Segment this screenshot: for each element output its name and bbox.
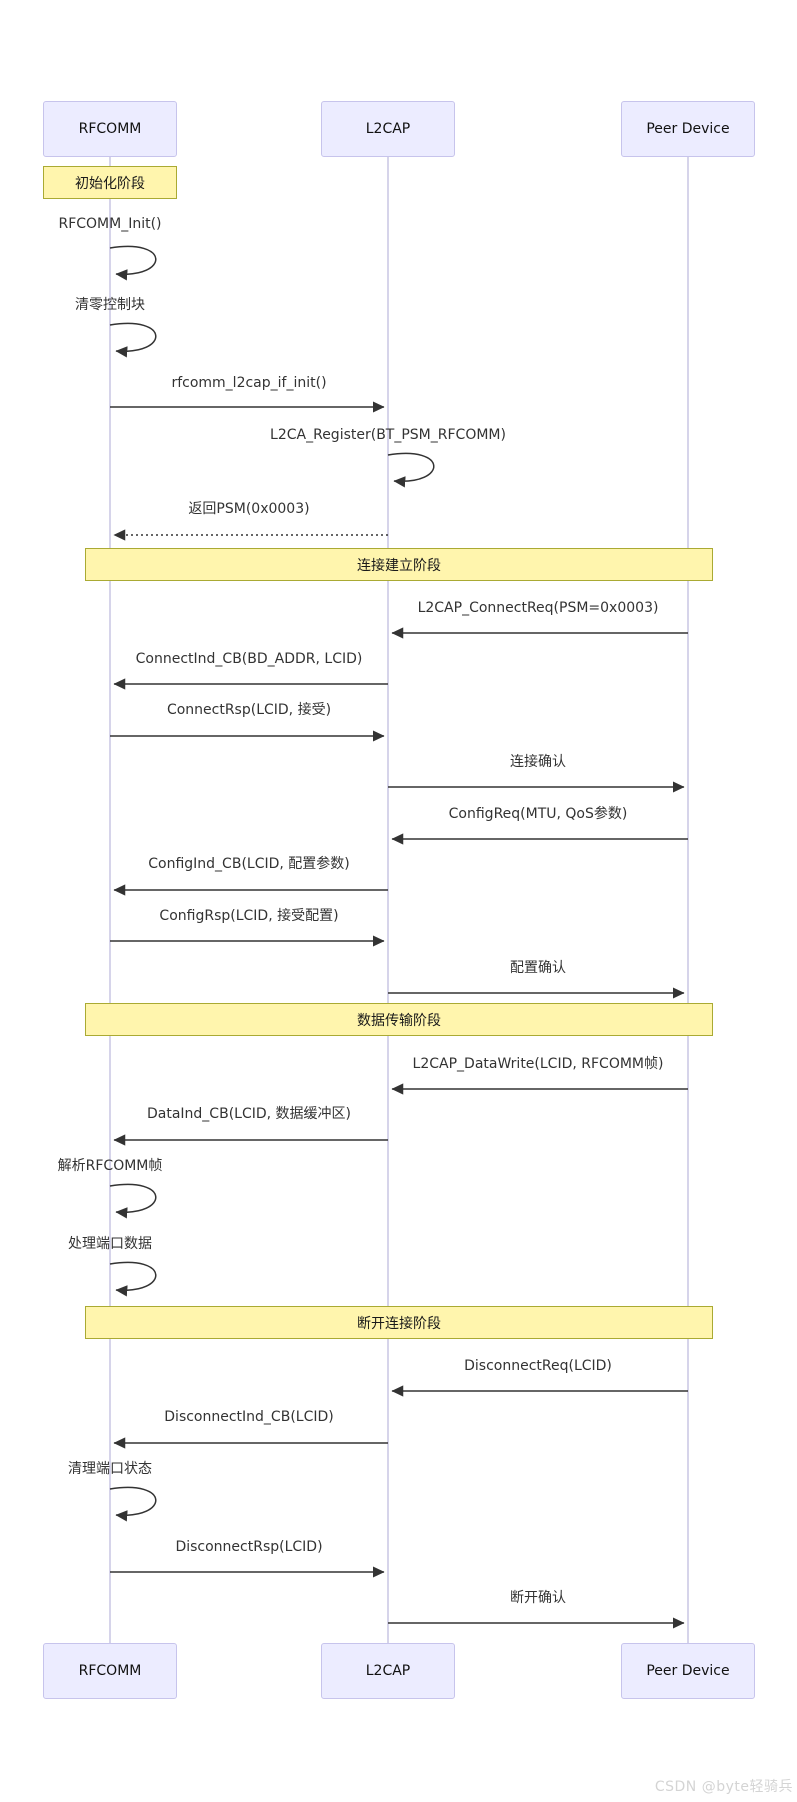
participant-peer-device-bottom: Peer Device <box>621 1643 755 1699</box>
self-loop-arrow-parse-rfcomm-frame <box>109 1183 157 1219</box>
message-label: ConnectRsp(LCID, 接受) <box>166 702 332 718</box>
message-label: DisconnectReq(LCID) <box>464 1358 612 1374</box>
message-label: 返回PSM(0x0003) <box>188 501 310 517</box>
message-label: DisconnectInd_CB(LCID) <box>164 1409 334 1425</box>
message-label: 清零控制块 <box>75 297 145 313</box>
message-label: 处理端口数据 <box>68 1236 152 1252</box>
message-label: ConnectInd_CB(BD_ADDR, LCID) <box>135 651 363 667</box>
phase-note-connection-setup: 连接建立阶段 <box>85 548 713 581</box>
message-label: L2CAP_ConnectReq(PSM=0x0003) <box>417 600 659 616</box>
message-label: 清理端口状态 <box>68 1461 152 1477</box>
self-loop-arrow-clear-control-block <box>109 322 157 358</box>
message-label: 解析RFCOMM帧 <box>57 1158 163 1174</box>
participant-peer-device-top: Peer Device <box>621 101 755 157</box>
participant-rfcomm-bottom: RFCOMM <box>43 1643 177 1699</box>
phase-note-data-transfer: 数据传输阶段 <box>85 1003 713 1036</box>
self-loop-arrow-clean-port-state <box>109 1486 157 1522</box>
message-label: DisconnectRsp(LCID) <box>175 1539 323 1555</box>
message-label: ConfigRsp(LCID, 接受配置) <box>159 908 339 924</box>
message-label: DataInd_CB(LCID, 数据缓冲区) <box>146 1106 352 1122</box>
message-label: ConfigInd_CB(LCID, 配置参数) <box>148 856 350 872</box>
message-label: RFCOMM_Init() <box>58 216 162 232</box>
self-loop-arrow-l2ca-register <box>387 452 435 488</box>
message-label: 断开确认 <box>510 1590 566 1606</box>
message-label: 配置确认 <box>510 960 566 976</box>
phase-note-disconnect: 断开连接阶段 <box>85 1306 713 1339</box>
message-label: 连接确认 <box>510 754 566 770</box>
message-label: L2CAP_DataWrite(LCID, RFCOMM帧) <box>412 1056 664 1072</box>
participant-l2cap-top: L2CAP <box>321 101 455 157</box>
message-label: ConfigReq(MTU, QoS参数) <box>448 806 628 822</box>
participant-l2cap-bottom: L2CAP <box>321 1643 455 1699</box>
self-loop-arrow-rfcomm-init <box>109 245 157 281</box>
message-label: L2CA_Register(BT_PSM_RFCOMM) <box>270 427 506 443</box>
participant-rfcomm-top: RFCOMM <box>43 101 177 157</box>
phase-note-init: 初始化阶段 <box>43 166 177 199</box>
self-loop-arrow-handle-port-data <box>109 1261 157 1297</box>
csdn-watermark: CSDN @byte轻骑兵 <box>654 1779 793 1795</box>
message-label: rfcomm_l2cap_if_init() <box>171 375 327 391</box>
